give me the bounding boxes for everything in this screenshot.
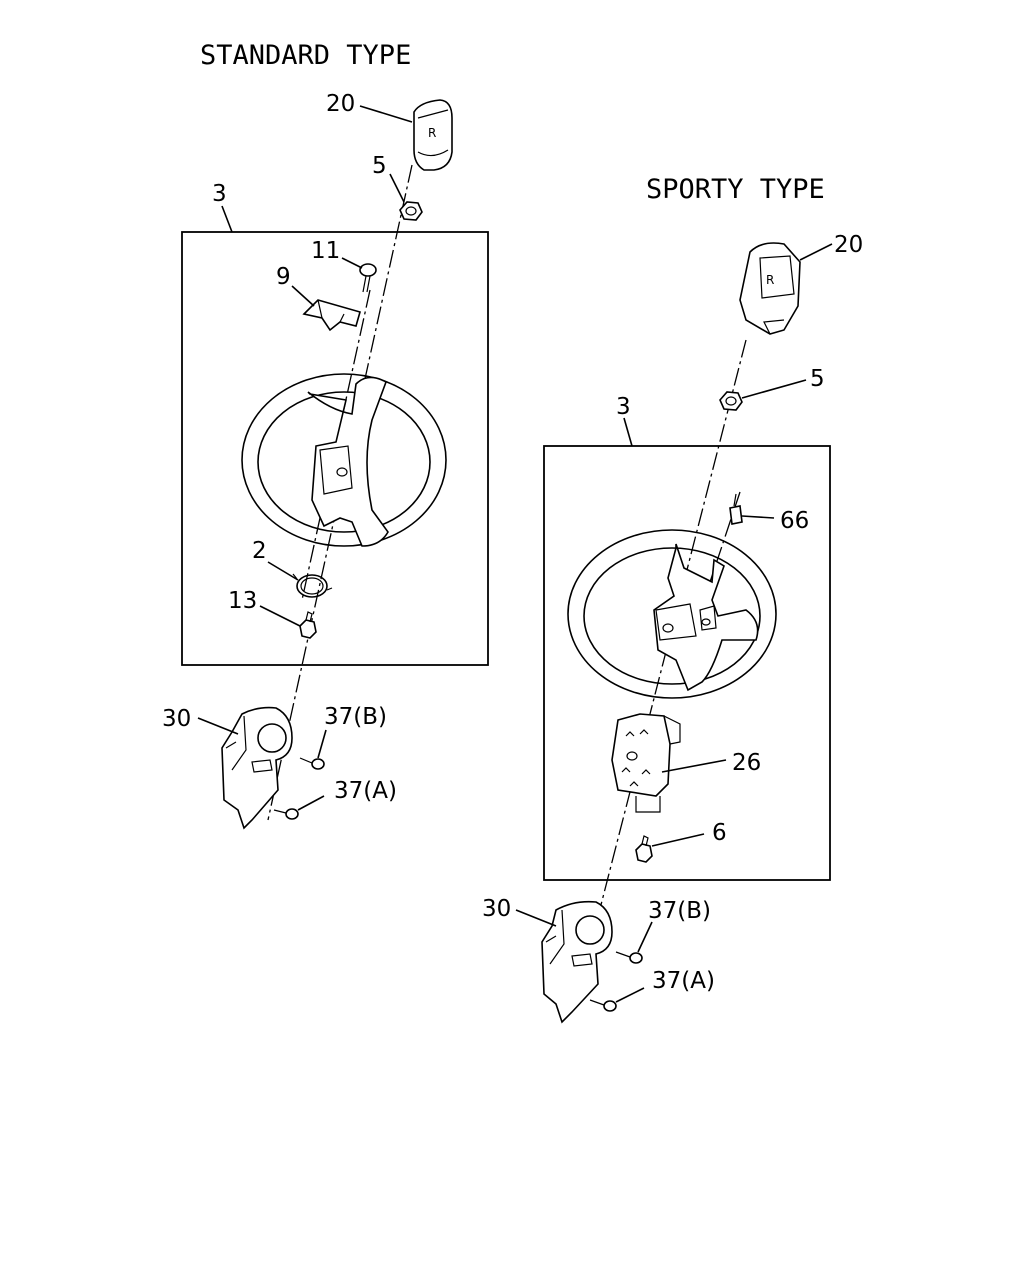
- leader-std-9: [291, 285, 315, 307]
- leader-spt-26: [661, 759, 727, 773]
- spt-label-5: 5: [810, 366, 825, 392]
- leader-spt-20: [799, 243, 833, 261]
- leader-std-5: [389, 173, 405, 203]
- sporty-nut-5: [719, 391, 743, 411]
- spt-label-6: 6: [712, 820, 727, 846]
- sporty-connector-66: [729, 493, 743, 525]
- std-label-11: 11: [311, 238, 340, 264]
- standard-nut-5: [399, 201, 423, 221]
- std-label-13: 13: [228, 588, 257, 614]
- std-label-37b: 37(B): [324, 704, 387, 730]
- sporty-assembly-box: [543, 445, 831, 881]
- std-label-9: 9: [276, 264, 291, 290]
- std-label-5: 5: [372, 153, 387, 179]
- leader-std-20: [359, 105, 413, 123]
- leader-spt-6: [651, 833, 705, 847]
- spt-label-66: 66: [780, 508, 809, 534]
- leader-spt-37b: [637, 921, 653, 953]
- sporty-column-cover-30: [541, 900, 613, 1024]
- standard-screw-37b: [299, 757, 325, 770]
- standard-screw-11: [359, 263, 377, 293]
- svg-text:R: R: [766, 273, 774, 287]
- leader-spt-30: [515, 909, 557, 927]
- leader-spt-66: [741, 515, 775, 519]
- spt-label-37a: 37(A): [652, 968, 715, 994]
- std-label-37a: 37(A): [334, 778, 397, 804]
- sporty-plate-26: [611, 713, 681, 813]
- std-label-2: 2: [252, 538, 267, 564]
- spt-label-20: 20: [834, 232, 863, 258]
- leader-spt-5: [741, 379, 807, 399]
- std-label-20: 20: [326, 91, 355, 117]
- spt-label-30: 30: [482, 896, 511, 922]
- sporty-type-group: SPORTY TYPE R 20 5 3 66: [482, 174, 863, 1024]
- leader-std-37a: [297, 795, 325, 811]
- sporty-screw-37b: [615, 951, 643, 964]
- standard-horn-pad: R: [413, 99, 453, 171]
- spt-label-26: 26: [732, 750, 761, 776]
- sporty-steering-wheel: [567, 529, 777, 699]
- std-label-30: 30: [162, 706, 191, 732]
- leader-std-11: [341, 257, 363, 269]
- standard-type-title: STANDARD TYPE: [200, 40, 411, 71]
- standard-column-cover-30: [221, 706, 293, 830]
- sporty-bolt-6: [635, 835, 653, 863]
- leader-spt-37a: [615, 987, 645, 1003]
- sporty-horn-pad: R: [739, 242, 801, 335]
- leader-std-3: [221, 205, 233, 233]
- svg-text:R: R: [428, 126, 436, 140]
- std-label-3: 3: [212, 181, 227, 207]
- leader-spt-3: [623, 417, 633, 447]
- sporty-screw-37a: [589, 999, 617, 1012]
- leader-std-37b: [317, 729, 327, 759]
- standard-bracket-9: [302, 299, 361, 332]
- spt-label-37b: 37(B): [648, 898, 711, 924]
- spt-label-3: 3: [616, 394, 631, 420]
- standard-screw-37a: [273, 808, 299, 820]
- leader-std-13: [259, 605, 301, 627]
- standard-assembly-box: [181, 231, 489, 666]
- standard-ring-2: [292, 573, 333, 598]
- leader-std-30: [197, 717, 239, 735]
- leader-std-2: [267, 561, 299, 581]
- standard-steering-wheel: [241, 373, 447, 547]
- sporty-type-title: SPORTY TYPE: [646, 174, 825, 205]
- standard-bolt-13: [299, 611, 317, 639]
- standard-type-group: STANDARD TYPE R 20 5 3 11: [162, 40, 489, 830]
